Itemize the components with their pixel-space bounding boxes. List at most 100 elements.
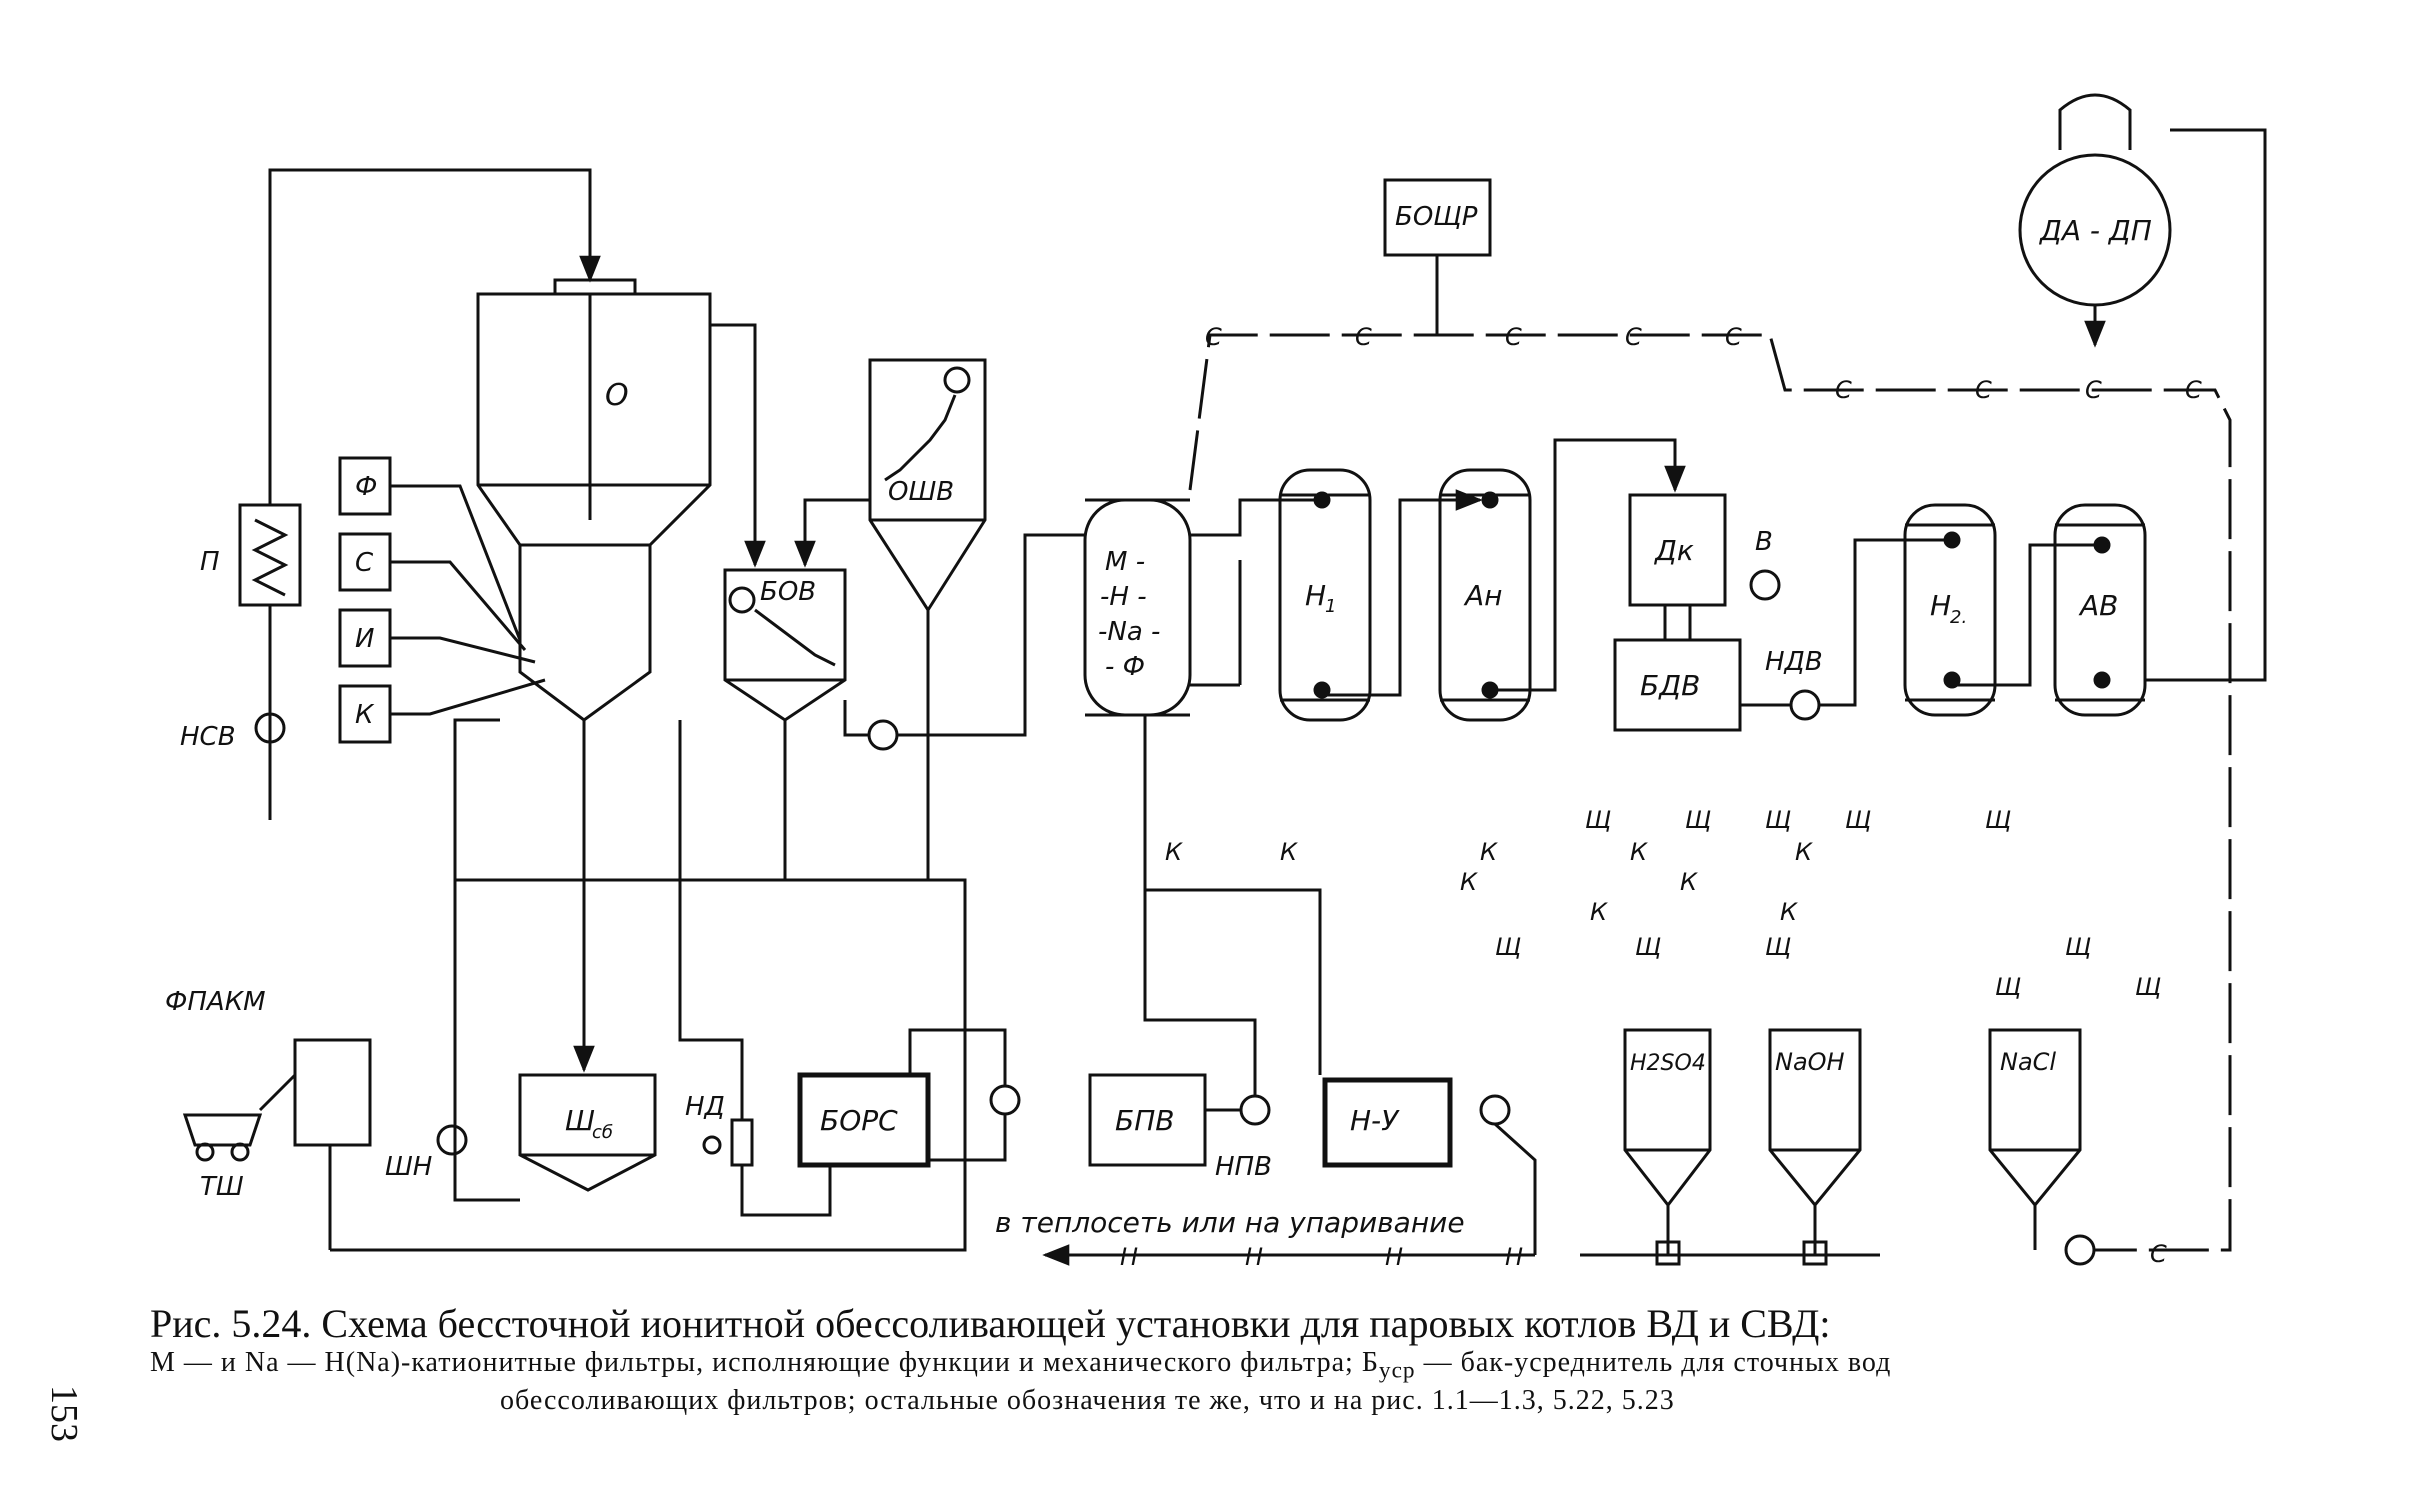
pump-NPV	[1239, 1094, 1271, 1126]
blower-V	[1749, 569, 1781, 601]
code-Shch-11: Щ	[2135, 973, 2161, 1001]
label-M-line3: -Na -	[1098, 617, 1160, 647]
code-K-7: К	[1680, 868, 1698, 896]
code-K-6: К	[1460, 868, 1478, 896]
label-F: Ф	[355, 472, 377, 502]
code-S-3: С	[1505, 323, 1522, 351]
code-Shch-7: Щ	[1635, 933, 1661, 961]
tank-BORS	[797, 1072, 931, 1168]
code-Shch-5: Щ	[1985, 806, 2011, 834]
code-S-4: С	[1625, 323, 1642, 351]
cart-TSH	[182, 1113, 263, 1147]
label-DA-DP: ДА - ДП	[2038, 214, 2152, 247]
label-SHN: ШН	[385, 1152, 432, 1182]
pump-BORS	[989, 1084, 1021, 1116]
pump-NaCl	[2064, 1234, 2096, 1266]
label-NDV: НДВ	[1765, 647, 1823, 677]
caption-line1-text: М — и Na — Н(Na)-катионитные фильтры, ис…	[150, 1347, 1379, 1378]
pump-SHN	[436, 1124, 468, 1156]
label-BDV: БДВ	[1640, 669, 1700, 702]
label-FPAKM: ФПАКМ	[165, 987, 266, 1017]
code-S-1: С	[1205, 323, 1222, 351]
pump-NSV	[254, 712, 286, 744]
code-N-3: Н	[1385, 1243, 1403, 1271]
figure-caption: Рис. 5.24. Схема бессточной ионитной обе…	[150, 1300, 2350, 1417]
code-K-8: К	[1590, 898, 1608, 926]
label-NPV: НПВ	[1215, 1152, 1272, 1182]
label-DK: Дк	[1653, 534, 1694, 567]
deaerator-DA-DP	[2018, 93, 2172, 348]
filter-AV	[2053, 503, 2147, 717]
caption-line1: М — и Na — Н(Na)-катионитные фильтры, ис…	[150, 1347, 2350, 1385]
code-Shch-2: Щ	[1685, 806, 1711, 834]
process-flow-diagram: O	[165, 93, 2267, 1271]
label-M-line4: - Ф	[1105, 652, 1145, 682]
label-M-line1: М -	[1105, 547, 1145, 577]
label-BORS: БОРС	[820, 1104, 898, 1137]
label-S: С	[355, 548, 374, 578]
label-An: Ан	[1463, 579, 1502, 612]
tank-BPV	[1088, 1073, 1207, 1167]
label-N-U: Н-У	[1350, 1104, 1400, 1137]
tank-SHsb	[518, 1073, 657, 1192]
label-H1: H	[1305, 579, 1326, 612]
caption-line2: обессоливающих фильтров; остальные обозн…	[500, 1384, 1675, 1416]
label-H2: H	[1930, 589, 1951, 622]
pump-N-U	[1479, 1094, 1511, 1126]
label-BOV: БОВ	[760, 577, 816, 607]
label-ND: НД	[685, 1092, 725, 1122]
tank-H2SO4	[1623, 1028, 1712, 1266]
caption-line1-end: — бак-усреднитель для сточных вод	[1415, 1347, 1892, 1378]
code-K-1: К	[1165, 838, 1183, 866]
code-Shch-1: Щ	[1585, 806, 1611, 834]
tank-BDV	[1613, 638, 1742, 732]
pump-NDV	[1789, 689, 1821, 721]
label-K: К	[355, 700, 375, 730]
caption-line1-sub: уср	[1378, 1357, 1416, 1384]
label-SHsb: Ш	[565, 1104, 595, 1137]
heater-P	[238, 503, 302, 607]
tank-N-U	[1322, 1077, 1453, 1168]
code-S-5: С	[1725, 323, 1742, 351]
code-K-5: К	[1795, 838, 1813, 866]
tank-NaOH	[1768, 1028, 1862, 1266]
code-K-3: К	[1480, 838, 1498, 866]
code-S-9: С	[2185, 376, 2202, 404]
label-OSHV: ОШВ	[888, 477, 954, 507]
code-Shch-10: Щ	[1995, 973, 2021, 1001]
label-H1-sub: 1	[1325, 596, 1336, 617]
code-N-2: Н	[1245, 1243, 1263, 1271]
label-BPV: БПВ	[1115, 1104, 1174, 1137]
code-K-4: К	[1630, 838, 1648, 866]
label-H2SO4: H2SO4	[1630, 1051, 1706, 1076]
code-K-2: К	[1280, 838, 1298, 866]
code-S-7: С	[1975, 376, 1992, 404]
pump-BOV	[867, 719, 899, 751]
label-NSV: НСВ	[180, 722, 236, 752]
caption-title: Рис. 5.24. Схема бессточной ионитной обе…	[150, 1301, 1831, 1346]
code-Shch-9: Щ	[2065, 933, 2091, 961]
code-N-4: Н	[1505, 1243, 1523, 1271]
filter-M-H-Na-F	[1083, 498, 1192, 717]
device-ND	[730, 1118, 754, 1167]
label-NaOH: NaOH	[1775, 1048, 1845, 1076]
label-H2-sub: 2.	[1950, 607, 1967, 628]
label-V: В	[1755, 527, 1773, 557]
label-TSH: ТШ	[200, 1172, 244, 1202]
clarifier-O	[476, 278, 712, 722]
filter-H1	[1278, 468, 1372, 722]
label-I: И	[355, 624, 374, 654]
page-number: 153	[43, 1385, 85, 1442]
decarbonizer-DK	[1628, 493, 1727, 607]
filter-H2	[1903, 503, 1997, 717]
label-SHsb-sub: сб	[592, 1122, 613, 1143]
code-Shch-6: Щ	[1495, 933, 1521, 961]
label-AV: АВ	[2078, 589, 2118, 622]
label-NaCl: NaCl	[2000, 1048, 2056, 1076]
code-Shch-4: Щ	[1845, 806, 1871, 834]
code-S-8: С	[2085, 376, 2102, 404]
label-BOSCHR: БОЩР	[1395, 202, 1478, 232]
code-Shch-8: Щ	[1765, 933, 1791, 961]
label-M-line2: -Н -	[1100, 582, 1147, 612]
filter-OSHV	[868, 358, 987, 880]
